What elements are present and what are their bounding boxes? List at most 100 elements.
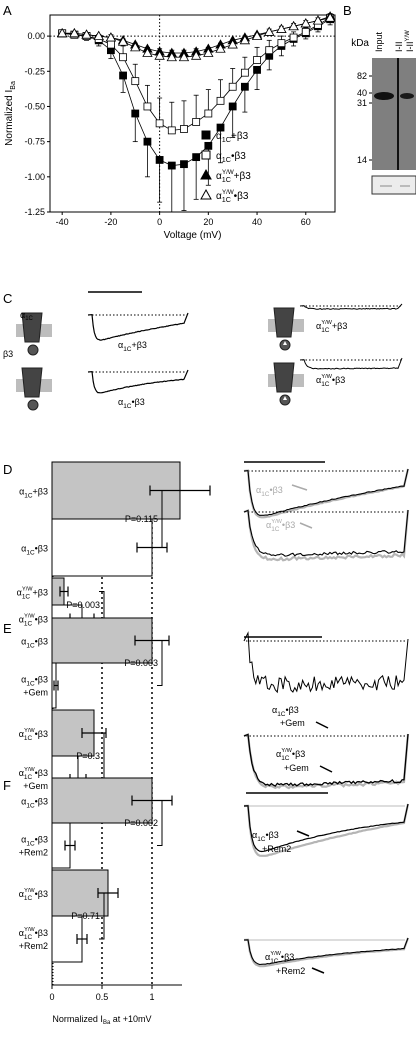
data-point <box>227 39 238 49</box>
data-point <box>288 20 299 31</box>
label-rest: •β3 <box>269 485 282 495</box>
label-rest: •β3 <box>285 705 298 715</box>
p-value-bracket <box>157 490 163 548</box>
cartoon-label-alpha: α1C <box>20 310 34 322</box>
marker-square <box>240 68 249 77</box>
trace-black <box>243 509 409 557</box>
label-rest: +β3 <box>234 171 252 182</box>
data-point <box>215 42 226 53</box>
marker-square <box>301 27 310 36</box>
data-point <box>264 26 275 36</box>
bar-label: α1CY/W•β3 <box>19 728 48 742</box>
trace-label: α1CY/W•β3 <box>276 748 305 762</box>
y-axis-label: Normalized IBa <box>4 81 17 146</box>
y-tick-label: -1.00 <box>24 172 45 182</box>
channel-shape <box>21 312 43 343</box>
bar: α1CY/W+β3 <box>17 577 69 606</box>
label-main: α <box>19 615 24 625</box>
data-point <box>155 97 164 128</box>
label-sup: Y/W <box>24 888 35 894</box>
data-point <box>216 123 225 164</box>
xl-sub: Ba <box>103 1020 111 1026</box>
label-main: α <box>216 171 222 182</box>
label-sub: 1C <box>24 934 33 941</box>
label-rest: •β3 <box>35 835 48 845</box>
data-point <box>190 48 202 60</box>
bar-label: α1CY/W+β3 <box>17 587 48 601</box>
label-rest: •β3 <box>35 675 48 685</box>
lane-label: I-IIY/W <box>405 30 415 52</box>
sub: 1C <box>25 316 33 322</box>
marker-label: 31 <box>357 98 367 108</box>
bar-label: α1C•β3 <box>21 797 48 810</box>
bar-label: +Rem2 <box>19 848 48 858</box>
blot-band-i-ii <box>400 93 414 99</box>
data-point <box>105 32 117 42</box>
label-rest: •β3 <box>35 637 48 647</box>
bar-rect <box>51 518 153 577</box>
channel-shape <box>21 367 43 398</box>
label-sup: Y/W <box>321 374 332 380</box>
blot-membrane <box>372 58 416 170</box>
x-tick-label: 60 <box>301 217 311 227</box>
series-1 <box>58 13 335 135</box>
lane-label-text: I-II <box>394 42 404 53</box>
label-sub: 1C <box>261 491 270 498</box>
label-sup: Y/W <box>24 614 35 620</box>
label-sub: 1C <box>271 526 280 533</box>
label-sup: Y/W <box>270 951 281 957</box>
label-sub: 1C <box>123 403 132 410</box>
trace-label: α1CY/W•β3 <box>266 519 295 533</box>
y-tick-label: -1.25 <box>24 207 45 217</box>
trace-label: α1CY/W•β3 <box>316 374 345 388</box>
channel-cartoon <box>16 367 52 411</box>
data-point <box>117 36 129 46</box>
data-point <box>81 29 92 39</box>
data-point <box>143 84 152 111</box>
data-point <box>155 156 164 203</box>
marker-triangle <box>154 50 165 60</box>
label-sub: 1C <box>26 841 35 848</box>
p-value-label: P=0.71 <box>71 911 100 921</box>
label-sub: 1C <box>257 836 266 843</box>
marker-square <box>143 137 152 146</box>
marker-square <box>143 102 152 111</box>
data-point <box>130 42 141 52</box>
label-main: α <box>118 397 123 407</box>
lane-label: I-II <box>394 42 404 53</box>
bar-label: α1CY/W•β3 <box>19 767 48 781</box>
p-value-label: P=0.3 <box>76 751 100 761</box>
label-main: α <box>118 340 123 350</box>
data-point <box>143 137 152 178</box>
trace-label: α1CY/W+β3 <box>316 320 347 334</box>
label-main: α <box>21 797 26 807</box>
label-sub: 1C <box>321 327 330 334</box>
label-sub: 1C <box>26 550 35 557</box>
bar: α1C•β3 <box>21 777 173 824</box>
data-point <box>180 160 188 211</box>
trace-arrow <box>319 765 333 773</box>
x-tick-label: 20 <box>203 217 213 227</box>
label-rest: •β3 <box>35 615 48 625</box>
lane-label-text: I-II <box>405 42 415 53</box>
marker-triangle <box>312 15 324 25</box>
bar-group-e: α1C•β3α1C•β3+Gemα1CY/W•β3α1CY/W•β3+GemP=… <box>19 617 170 803</box>
data-point <box>239 35 251 45</box>
label-rest: •β3 <box>231 151 246 162</box>
label-main: α <box>19 768 24 778</box>
trace-gray <box>243 468 410 519</box>
legend-label: α1CY/W•β3 <box>216 189 249 204</box>
legend-marker <box>200 168 212 180</box>
marker-label: 40 <box>357 88 367 98</box>
legend-marker <box>200 188 212 200</box>
lane-label: Input <box>374 31 384 52</box>
bar-x-tick-label: 0.5 <box>96 992 109 1002</box>
trace-black <box>243 733 409 787</box>
marker-triangle <box>130 42 141 52</box>
marker-triangle <box>215 43 226 53</box>
data-point <box>300 18 311 28</box>
bar-label: +Rem2 <box>19 941 48 951</box>
marker-square <box>265 46 274 55</box>
data-point <box>203 46 214 57</box>
channel-cartoon <box>268 307 304 351</box>
